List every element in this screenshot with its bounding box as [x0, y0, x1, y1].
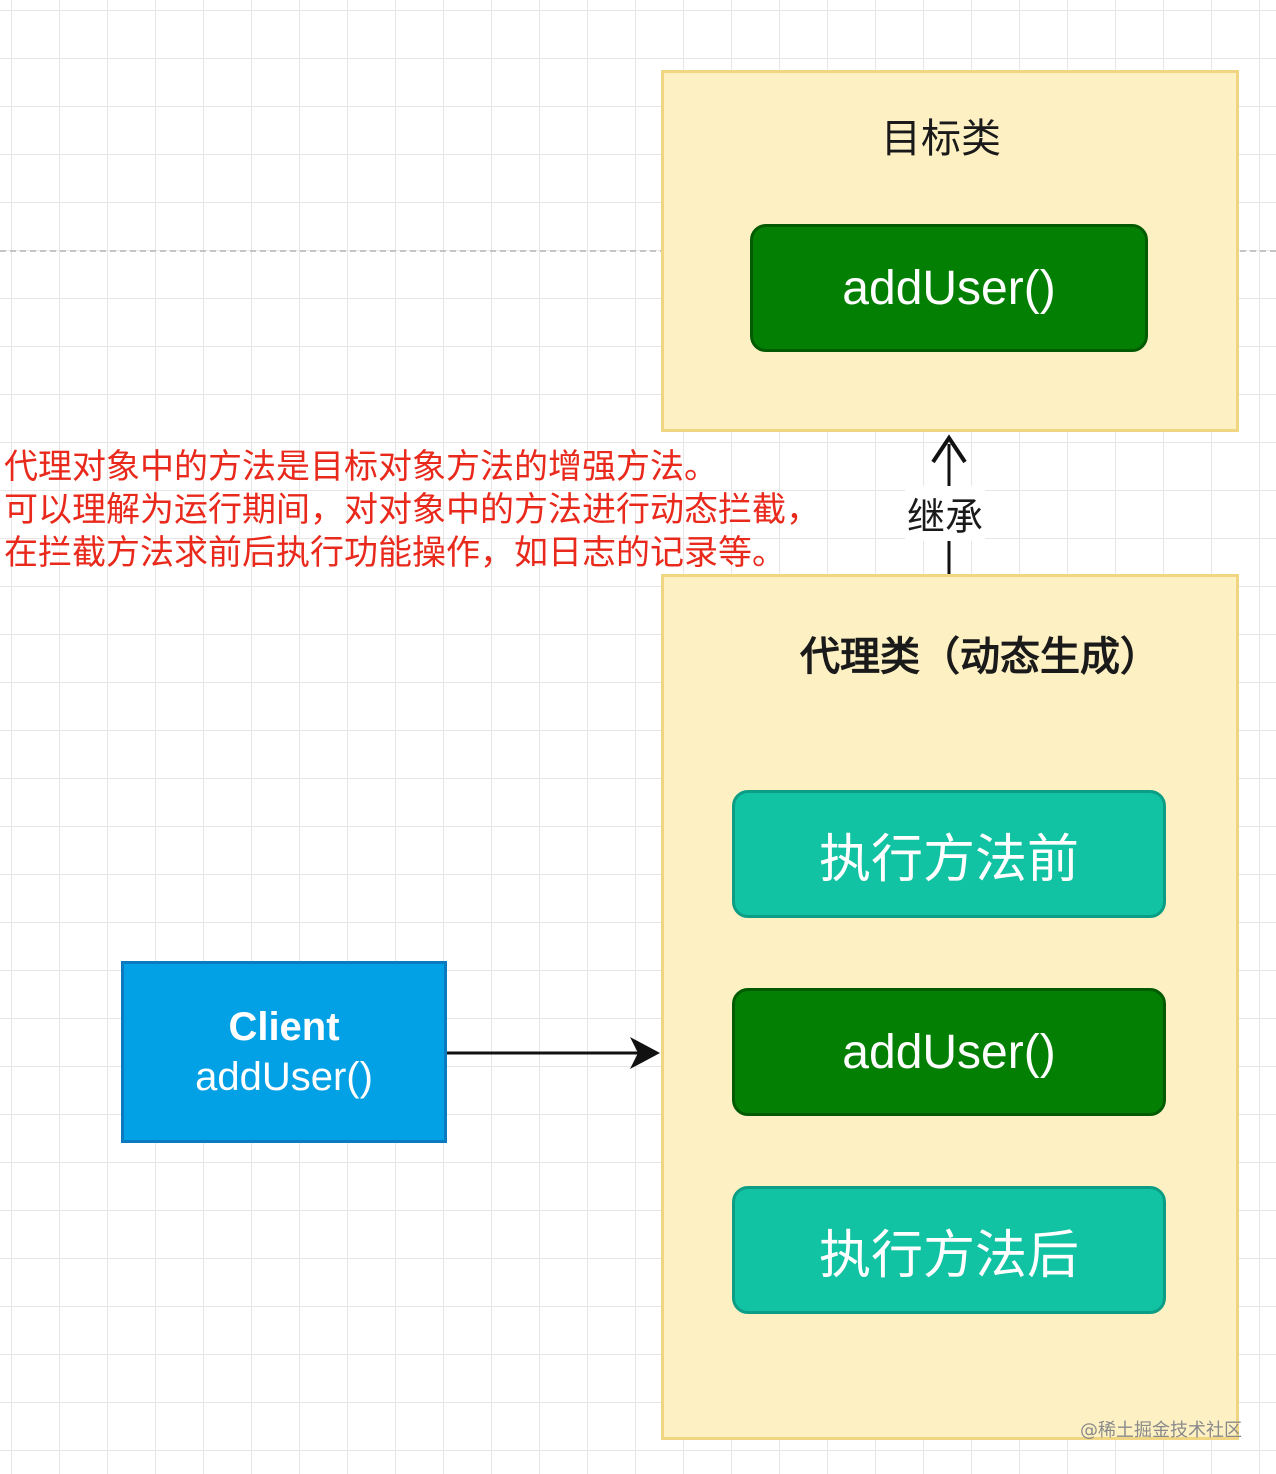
inherit-label: 继承 [905, 486, 986, 541]
proxy-after-step: 执行方法后 [732, 1186, 1166, 1314]
proxy-before-step: 执行方法前 [732, 790, 1166, 918]
annotation-text: 代理对象中的方法是目标对象方法的增强方法。 可以理解为运行期间，对对象中的方法进… [4, 446, 894, 575]
proxy-add-user-method: addUser() [732, 988, 1166, 1116]
client-node: Client addUser() [121, 961, 447, 1143]
client-to-proxy-arrow [447, 1037, 660, 1069]
target-class-title: 目标类 [881, 116, 1001, 162]
target-add-user-method: addUser() [750, 224, 1148, 352]
client-name: Client [228, 1005, 340, 1049]
proxy-class-title: 代理类（动态生成） [800, 634, 1160, 680]
annotation-line-1: 代理对象中的方法是目标对象方法的增强方法。 [4, 447, 718, 487]
dashed-separator [0, 250, 1276, 252]
client-method: addUser() [195, 1055, 373, 1099]
annotation-line-3: 在拦截方法求前后执行功能操作，如日志的记录等。 [4, 533, 786, 573]
watermark: @稀土掘金技术社区 [1080, 1420, 1242, 1441]
annotation-line-2: 可以理解为运行期间，对对象中的方法进行动态拦截， [4, 490, 820, 530]
